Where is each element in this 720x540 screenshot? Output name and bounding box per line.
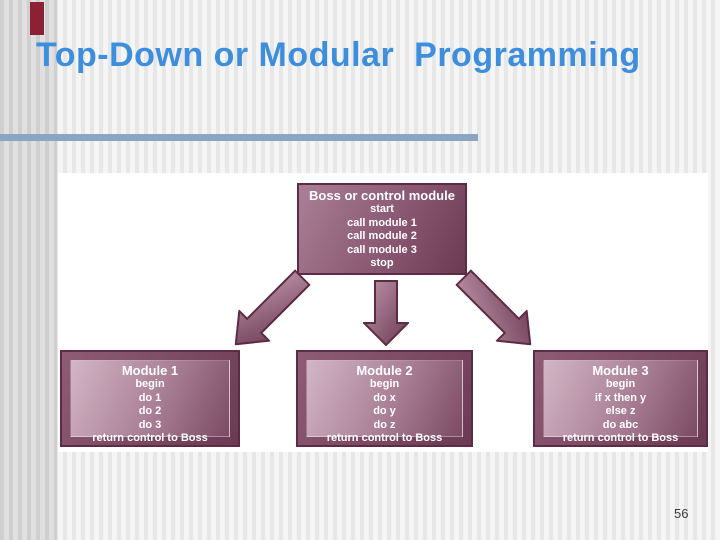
arrow-down-right-icon [455, 269, 532, 346]
boss-line: call module 1 [347, 216, 417, 229]
module-3-line: if x then y [594, 391, 647, 404]
arrow-down-icon [363, 280, 409, 346]
module-2-box: Module 2 begin do x do y do z return con… [296, 350, 473, 447]
boss-module-title: Boss or control module [309, 188, 455, 203]
module-2-title: Module 2 [356, 363, 413, 378]
module-3-inner: Module 3 begin if x then y else z do abc… [543, 360, 698, 444]
module-3-line: return control to Boss [562, 432, 679, 444]
accent-bar [30, 2, 44, 35]
module-1-inner: Module 1 begin do 1 do 2 do 3 return con… [70, 360, 230, 444]
slide-title: Top-Down or Modular Programming [36, 36, 641, 74]
module-3-line: do abc [602, 418, 639, 431]
module-3-line: else z [605, 405, 636, 417]
module-1-line: return control to Boss [92, 432, 208, 444]
module-3-box: Module 3 begin if x then y else z do abc… [533, 350, 708, 447]
module-1-title: Module 1 [121, 363, 179, 378]
module-2-line: do x [373, 391, 396, 404]
diagram-panel: Boss or control module start call module… [58, 173, 708, 452]
module-1-line: do 3 [138, 418, 162, 431]
module-1-line: begin [135, 378, 165, 390]
module-2-line: do y [373, 405, 396, 417]
boss-line: stop [370, 257, 394, 269]
boss-line: call module 3 [347, 243, 417, 256]
boss-line: call module 2 [347, 230, 417, 242]
arrow-down-left-icon [234, 269, 311, 346]
module-1-line: do 1 [138, 391, 162, 404]
module-2-line: do z [373, 418, 396, 431]
module-2-inner: Module 2 begin do x do y do z return con… [306, 360, 463, 444]
module-2-line: begin [369, 378, 400, 390]
module-2-line: return control to Boss [326, 432, 443, 444]
module-3-title: Module 3 [592, 363, 649, 378]
module-3-line: begin [605, 378, 636, 390]
module-1-line: do 2 [138, 405, 162, 417]
page-number: 56 [674, 506, 689, 521]
boss-line: start [370, 203, 394, 215]
left-stripe-band [0, 0, 57, 540]
boss-module-box: Boss or control module start call module… [297, 183, 467, 275]
title-underline-rule [0, 134, 478, 141]
module-1-box: Module 1 begin do 1 do 2 do 3 return con… [60, 350, 240, 447]
